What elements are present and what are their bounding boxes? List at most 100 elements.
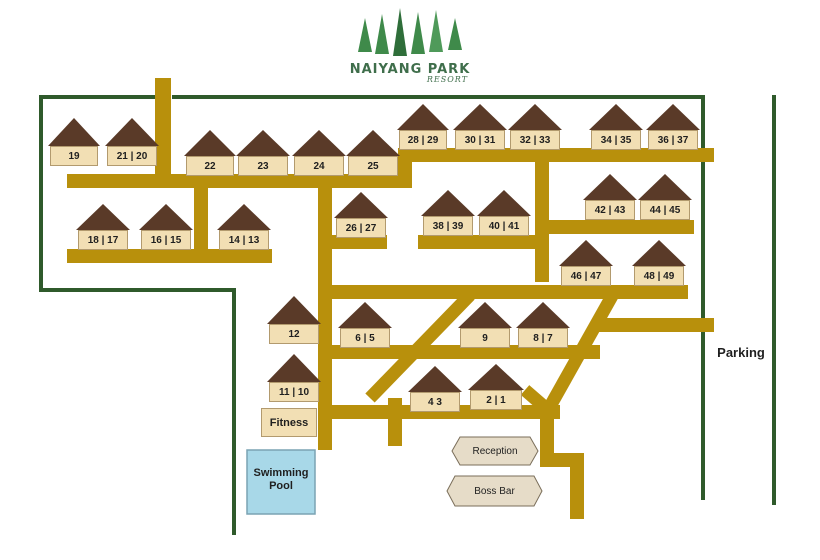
hut-number: 2 | 1 bbox=[470, 390, 522, 410]
hut-25[interactable]: 25 bbox=[346, 130, 400, 176]
hut-26-27[interactable]: 26 | 27 bbox=[334, 192, 388, 238]
hut-8-7[interactable]: 8 | 7 bbox=[516, 302, 570, 348]
hut-roof-icon bbox=[338, 302, 392, 328]
hut-number: 32 | 33 bbox=[510, 130, 560, 150]
logo-trees-icon bbox=[358, 8, 462, 56]
road-segment bbox=[318, 180, 332, 450]
road-segment bbox=[398, 148, 412, 188]
hut-42-43[interactable]: 42 | 43 bbox=[583, 174, 637, 220]
hut-roof-icon bbox=[421, 190, 475, 216]
hut-36-37[interactable]: 36 | 37 bbox=[646, 104, 700, 150]
hut-44-45[interactable]: 44 | 45 bbox=[638, 174, 692, 220]
hut-roof-icon bbox=[477, 190, 531, 216]
road-segment bbox=[570, 453, 584, 519]
hut-23[interactable]: 23 bbox=[236, 130, 290, 176]
hut-12[interactable]: 12 bbox=[267, 296, 321, 344]
boss-bar-label-box[interactable]: Boss Bar bbox=[447, 476, 542, 506]
hut-32-33[interactable]: 32 | 33 bbox=[508, 104, 562, 150]
hut-number: 16 | 15 bbox=[141, 230, 191, 250]
hut-number: 36 | 37 bbox=[648, 130, 698, 150]
hut-number: 48 | 49 bbox=[634, 266, 684, 286]
hut-roof-icon bbox=[583, 174, 637, 200]
hut-number: 23 bbox=[238, 156, 288, 176]
hut-number: 24 bbox=[294, 156, 344, 176]
hut-48-49[interactable]: 48 | 49 bbox=[632, 240, 686, 286]
resort-name: NAIYANG PARK bbox=[349, 62, 471, 77]
swimming-pool-label-box[interactable]: Swimming Pool bbox=[247, 460, 315, 500]
boss-bar-label: Boss Bar bbox=[474, 485, 515, 497]
hut-9[interactable]: 9 bbox=[458, 302, 512, 348]
hut-38-39[interactable]: 38 | 39 bbox=[421, 190, 475, 236]
hut-number: 21 | 20 bbox=[107, 146, 157, 166]
fitness-building[interactable]: Fitness bbox=[261, 408, 317, 437]
hut-roof-icon bbox=[397, 104, 449, 130]
hut-number: 46 | 47 bbox=[561, 266, 611, 286]
hut-30-31[interactable]: 30 | 31 bbox=[453, 104, 507, 150]
hut-roof-icon bbox=[408, 366, 462, 392]
road-segment bbox=[330, 345, 600, 359]
hut-19[interactable]: 19 bbox=[48, 118, 100, 166]
hut-roof-icon bbox=[334, 192, 388, 218]
boss-bar-building[interactable] bbox=[446, 475, 543, 507]
hut-roof-icon bbox=[236, 130, 290, 156]
hut-number: 9 bbox=[460, 328, 510, 348]
hut-11-10[interactable]: 11 | 10 bbox=[267, 354, 321, 402]
reception-label: Reception bbox=[472, 445, 518, 457]
road-segment bbox=[548, 220, 694, 234]
hut-46-47[interactable]: 46 | 47 bbox=[559, 240, 613, 286]
hut-roof-icon bbox=[267, 354, 321, 382]
road-segment bbox=[388, 398, 402, 446]
road-segment bbox=[67, 174, 412, 188]
hut-number: 28 | 29 bbox=[399, 130, 447, 150]
hut-16-15[interactable]: 16 | 15 bbox=[139, 204, 193, 250]
hut-number: 11 | 10 bbox=[269, 382, 319, 402]
hut-40-41[interactable]: 40 | 41 bbox=[477, 190, 531, 236]
reception-label-box[interactable]: Reception bbox=[452, 437, 538, 465]
fitness-label: Fitness bbox=[269, 416, 309, 429]
road-segment bbox=[398, 148, 714, 162]
hut-number: 42 | 43 bbox=[585, 200, 635, 220]
road-segment bbox=[67, 249, 272, 263]
hut-number: 14 | 13 bbox=[219, 230, 269, 250]
hut-6-5[interactable]: 6 | 5 bbox=[338, 302, 392, 348]
hut-2-1[interactable]: 2 | 1 bbox=[468, 364, 524, 410]
hut-34-35[interactable]: 34 | 35 bbox=[589, 104, 643, 150]
hut-number: 38 | 39 bbox=[423, 216, 473, 236]
hut-roof-icon bbox=[292, 130, 346, 156]
reception-building[interactable] bbox=[451, 436, 539, 466]
hut-number: 4 3 bbox=[410, 392, 460, 412]
hut-14-13[interactable]: 14 | 13 bbox=[217, 204, 271, 250]
parking-area[interactable]: Parking bbox=[710, 342, 772, 362]
hut-roof-icon bbox=[217, 204, 271, 230]
hut-roof-icon bbox=[508, 104, 562, 130]
hut-number: 19 bbox=[50, 146, 98, 166]
hut-roof-icon bbox=[453, 104, 507, 130]
hut-24[interactable]: 24 bbox=[292, 130, 346, 176]
hut-18-17[interactable]: 18 | 17 bbox=[76, 204, 130, 250]
hut-number: 44 | 45 bbox=[640, 200, 690, 220]
road-segment bbox=[418, 235, 536, 249]
hut-roof-icon bbox=[589, 104, 643, 130]
road-segment bbox=[194, 180, 208, 258]
hut-roof-icon bbox=[559, 240, 613, 266]
hut-4-3[interactable]: 4 3 bbox=[408, 366, 462, 412]
parking-label: Parking bbox=[717, 344, 765, 360]
hut-number: 40 | 41 bbox=[479, 216, 529, 236]
hut-roof-icon bbox=[516, 302, 570, 328]
hut-roof-icon bbox=[184, 130, 236, 156]
hut-roof-icon bbox=[105, 118, 159, 146]
hut-21-20[interactable]: 21 | 20 bbox=[105, 118, 159, 166]
hut-number: 6 | 5 bbox=[340, 328, 390, 348]
hut-roof-icon bbox=[468, 364, 524, 390]
resort-subtitle: RESORT bbox=[426, 75, 468, 84]
swimming-pool-label: Swimming Pool bbox=[253, 467, 309, 492]
road-segment bbox=[325, 285, 688, 299]
hut-28-29[interactable]: 28 | 29 bbox=[397, 104, 449, 150]
road-segment bbox=[330, 235, 387, 249]
hut-22[interactable]: 22 bbox=[184, 130, 236, 176]
hut-roof-icon bbox=[638, 174, 692, 200]
hut-number: 30 | 31 bbox=[455, 130, 505, 150]
hut-roof-icon bbox=[48, 118, 100, 146]
hut-number: 8 | 7 bbox=[518, 328, 568, 348]
